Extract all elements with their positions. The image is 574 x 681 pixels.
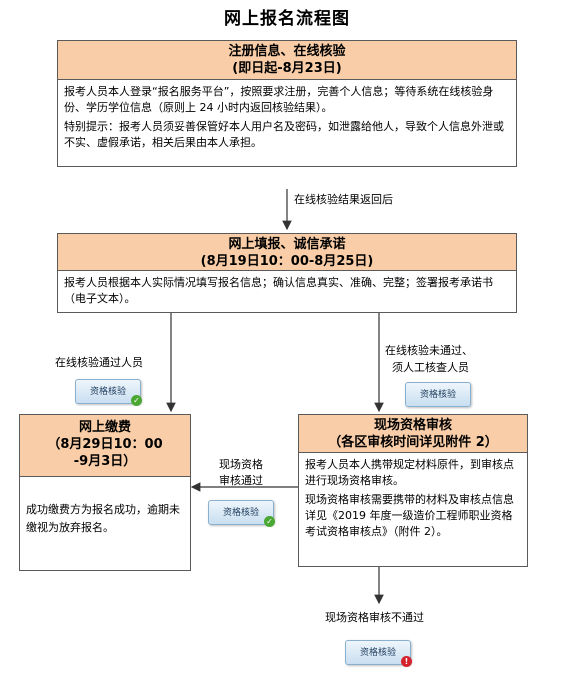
step3-title: 网上缴费 — [78, 420, 131, 435]
step1-period: (即日起-8月23日) — [232, 61, 342, 76]
qualification-badge-onsite-passed: 资格核验 ✓ — [208, 500, 275, 527]
step3-period-1: （8月29日10：00 — [47, 437, 163, 452]
step4-title: 现场资格审核 — [373, 418, 452, 433]
qualification-badge-pending: 资格核验 — [405, 382, 471, 407]
right-branch-label-1: 在线核验未通过、 — [385, 344, 473, 357]
step4-header: 现场资格审核 （各区审核时间详见附件 2） — [298, 414, 528, 453]
step1-body: 报考人员本人登录“报名服务平台”，按照要求注册，完善个人信息；等待系统在线核验身… — [57, 79, 517, 167]
step4-period: （各区审核时间详见附件 2） — [328, 435, 498, 450]
step2-body: 报考人员根据本人实际情况填写报名信息；确认信息真实、准确、完整；签署报考承诺书（… — [57, 270, 517, 313]
onsite-pass-label-2: 审核通过 — [219, 474, 263, 487]
badge-text: 资格核验 — [359, 648, 396, 658]
check-icon: ✓ — [264, 516, 275, 527]
step3-period-2: -9月3日） — [73, 454, 137, 469]
step1-text-2: 特别提示：报考人员须妥善保管好本人用户名及密码，如泄露给他人，导致个人信息外泄或… — [64, 120, 504, 149]
right-branch-label-2: 须人工核查人员 — [392, 361, 469, 374]
badge-text: 资格核验 — [419, 390, 456, 400]
step2-title: 网上填报、诚信承诺 — [228, 237, 346, 252]
step2-period: (8月19日10：00-8月25日) — [200, 254, 374, 269]
step1-text-1: 报考人员本人登录“报名服务平台”，按照要求注册，完善个人信息；等待系统在线核验身… — [64, 85, 494, 114]
step1-title: 注册信息、在线核验 — [228, 44, 346, 59]
badge-text: 资格核验 — [222, 508, 259, 518]
step2-text: 报考人员根据本人实际情况填写报名信息；确认信息真实、准确、完整；签署报考承诺书（… — [64, 276, 493, 305]
step4-body: 报考人员本人携带规定材料原件，到审核点进行现场资格审核。 现场资格审核需要携带的… — [298, 452, 528, 567]
onsite-pass-label-1: 现场资格 — [219, 458, 263, 471]
check-icon: ✓ — [131, 395, 142, 406]
arrow1-label: 在线核验结果返回后 — [294, 193, 393, 206]
step2-header: 网上填报、诚信承诺 (8月19日10：00-8月25日) — [57, 233, 517, 271]
step3-body: 成功缴费方为报名成功，逾期未缴视为放弃报名。 — [19, 476, 191, 571]
qualification-badge-passed: 资格核验 ✓ — [75, 379, 142, 406]
page-title: 网上报名流程图 — [224, 9, 350, 29]
left-branch-label: 在线核验通过人员 — [55, 356, 143, 369]
step4-text-2: 现场资格审核需要携带的材料及审核点信息详见《2019 年度一级造价工程师职业资格… — [305, 493, 514, 538]
badge-text: 资格核验 — [89, 387, 126, 397]
step3-header: 网上缴费 （8月29日10：00 -9月3日） — [19, 414, 191, 477]
qualification-badge-failed: 资格核验 ! — [345, 640, 412, 667]
onsite-fail-label: 现场资格审核不通过 — [325, 611, 424, 624]
step4-text-1: 报考人员本人携带规定材料原件，到审核点进行现场资格审核。 — [305, 458, 514, 487]
step3-text: 成功缴费方为报名成功，逾期未缴视为放弃报名。 — [26, 503, 180, 534]
step1-header: 注册信息、在线核验 (即日起-8月23日) — [57, 40, 517, 80]
exclamation-icon: ! — [401, 656, 412, 667]
